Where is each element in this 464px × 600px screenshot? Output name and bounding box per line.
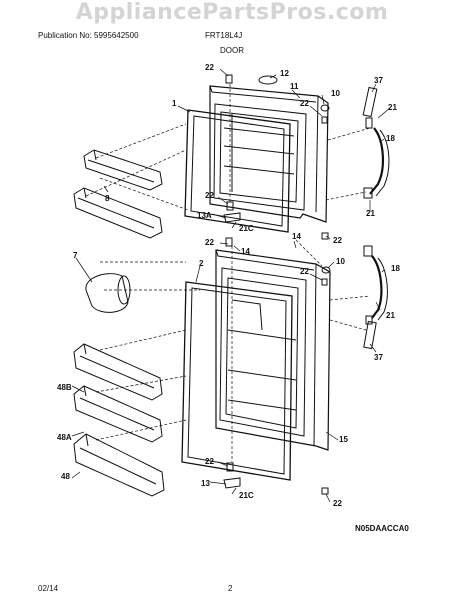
callout-18: 18 (391, 264, 400, 273)
fresh-food-door-gasket (181, 281, 293, 481)
fresh-food-door (215, 249, 331, 451)
freezer-door-gasket (184, 109, 291, 233)
callout-15: 15 (339, 435, 348, 444)
leader-lines (71, 68, 391, 503)
reference-lines (85, 84, 371, 462)
watermark: AppliancePartsPros.com (75, 0, 389, 25)
callout-37: 37 (374, 353, 383, 362)
diagram-code: N05DAACCA0 (355, 524, 409, 533)
callout-13: 13 (201, 479, 210, 488)
callout-22: 22 (205, 191, 214, 200)
callout-48B: 48B (57, 383, 72, 392)
callout-18: 18 (386, 134, 395, 143)
callout-7: 7 (73, 251, 78, 260)
callout-10: 10 (336, 257, 345, 266)
callout-8: 8 (105, 194, 110, 203)
section-title: DOOR (220, 46, 244, 55)
callout-21: 21 (388, 103, 397, 112)
callout-22: 22 (205, 238, 214, 247)
callout-21C: 21C (239, 491, 254, 500)
callout-14: 14 (292, 232, 301, 241)
door-bins (73, 343, 165, 497)
callout-22: 22 (300, 99, 309, 108)
callout-21C: 21C (239, 224, 254, 233)
freezer-handle (362, 86, 390, 199)
callout-2: 2 (199, 259, 204, 268)
callout-22: 22 (205, 63, 214, 72)
freezer-small-parts (223, 74, 330, 240)
callout-37: 37 (374, 76, 383, 85)
freezer-shelves (73, 149, 163, 239)
callout-22: 22 (205, 457, 214, 466)
callout-48: 48 (61, 472, 70, 481)
callout-48A: 48A (57, 433, 72, 442)
page-number: 2 (228, 584, 233, 593)
callout-labels: 22 12 11 1 10 22 37 21 18 8 22 13A 21C 2… (57, 63, 400, 508)
callout-21: 21 (386, 311, 395, 320)
callout-14: 14 (241, 247, 250, 256)
callout-10: 10 (331, 89, 340, 98)
freezer-door (209, 85, 329, 223)
fresh-food-small-parts (223, 237, 331, 495)
publication-number: Publication No: 5995642500 (38, 31, 139, 40)
callout-13A: 13A (197, 211, 212, 220)
callout-22: 22 (333, 236, 342, 245)
footer-date: 02/14 (38, 584, 59, 593)
callout-12: 12 (280, 69, 289, 78)
callout-1: 1 (172, 99, 177, 108)
callout-21: 21 (366, 209, 375, 218)
callout-22: 22 (333, 499, 342, 508)
callout-11: 11 (290, 82, 299, 91)
model-number: FRT18L4J (205, 31, 243, 40)
callout-22: 22 (300, 267, 309, 276)
dairy-compartment (85, 273, 131, 313)
fresh-food-handle (363, 245, 388, 350)
